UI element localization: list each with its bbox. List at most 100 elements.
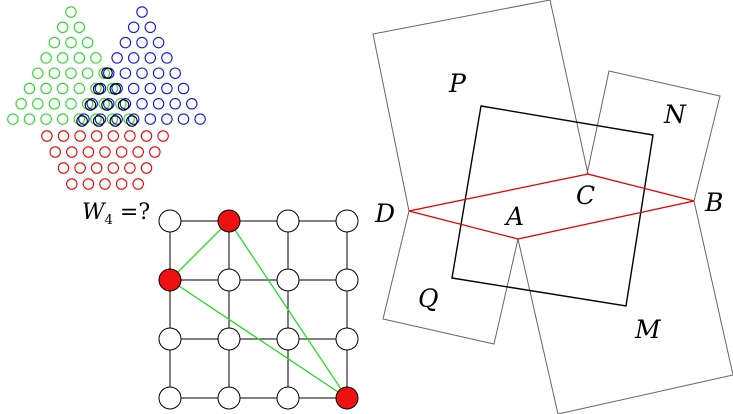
green-edge — [228, 220, 348, 399]
grid-node — [335, 268, 359, 292]
red-circle — [107, 130, 120, 142]
blue-circle — [103, 98, 115, 110]
blue-circle — [144, 82, 157, 95]
blue-circle — [186, 98, 198, 110]
square-M-outer — [517, 200, 733, 414]
blue-circle — [152, 98, 165, 110]
green-edge — [169, 220, 230, 281]
green-circle — [48, 67, 61, 79]
green-circle — [40, 52, 52, 64]
blue-circle — [177, 82, 190, 95]
red-circle — [41, 130, 53, 142]
blue-circle — [119, 67, 132, 79]
grid-node — [158, 386, 182, 410]
green-circle — [73, 52, 86, 64]
green-edge — [169, 279, 348, 399]
green-circle — [32, 98, 44, 110]
label-D: D — [374, 199, 395, 228]
blue-circle — [144, 21, 157, 34]
green-circle — [73, 21, 86, 34]
label-Q: Q — [418, 284, 439, 313]
label-C: C — [576, 181, 595, 210]
blue-circle — [169, 67, 181, 79]
label-A: A — [504, 202, 524, 231]
red-circle — [115, 178, 128, 190]
green-circle — [81, 67, 94, 79]
red-circle — [124, 130, 136, 142]
grid-node — [276, 209, 300, 233]
blue-circle — [127, 21, 140, 34]
red-circle — [99, 178, 111, 190]
black-circle — [92, 115, 105, 127]
grid-node — [217, 327, 241, 351]
red-circle — [107, 162, 120, 174]
black-circle — [117, 99, 130, 111]
grid-node — [158, 327, 182, 351]
green-circle — [23, 113, 36, 125]
green-circle — [7, 113, 19, 125]
blue-circle — [144, 113, 157, 125]
blue-circle — [111, 113, 123, 125]
blue-circle — [194, 113, 206, 125]
green-circle — [56, 113, 69, 125]
red-circle — [49, 146, 61, 158]
grid-node — [335, 327, 359, 351]
black-circle — [109, 83, 122, 95]
red-circle — [115, 146, 128, 158]
grid-node — [276, 327, 300, 351]
blue-circle — [94, 113, 107, 125]
label-N: N — [663, 100, 687, 129]
red-circle — [66, 146, 78, 158]
inner-black-square — [451, 105, 654, 307]
red-circle — [140, 130, 153, 142]
grid-node — [217, 268, 241, 292]
red-circle — [57, 130, 70, 142]
blue-circle — [161, 52, 173, 64]
green-circle — [23, 82, 36, 95]
label-B: B — [704, 188, 723, 217]
blue-circle — [136, 67, 148, 79]
black-circle — [84, 99, 97, 111]
black-circle — [126, 115, 138, 127]
black-circle — [92, 83, 105, 95]
green-circle — [90, 113, 102, 125]
blue-circle — [78, 113, 90, 125]
red-circle — [57, 162, 70, 174]
black-circle — [101, 99, 113, 111]
grid-node — [335, 209, 359, 233]
blue-circle — [119, 36, 132, 49]
red-circle — [74, 130, 86, 142]
blue-circle — [177, 113, 190, 125]
blue-circle — [152, 67, 165, 79]
red-circle — [66, 178, 78, 190]
red-circle — [124, 162, 136, 174]
black-circle — [76, 115, 88, 127]
red-circle — [132, 146, 144, 158]
green-circle — [65, 98, 77, 110]
grid-graph — [158, 209, 359, 410]
grid-node — [158, 209, 182, 233]
blue-circle — [144, 52, 157, 64]
green-circle — [56, 52, 69, 64]
green-circle — [40, 113, 52, 125]
green-circle — [81, 36, 94, 49]
blue-circle — [161, 113, 173, 125]
red-circle — [149, 146, 161, 158]
blue-circle — [86, 98, 98, 110]
grid-node-red — [335, 386, 359, 410]
grid-node — [276, 268, 300, 292]
green-circle — [90, 52, 102, 64]
blue-circle — [127, 52, 140, 64]
label-M: M — [634, 315, 662, 344]
green-circle — [15, 98, 27, 110]
grid-node — [276, 386, 300, 410]
red-parallelogram — [408, 173, 695, 240]
green-circle — [48, 98, 61, 110]
green-circle — [106, 113, 119, 125]
blue-circle — [136, 6, 148, 18]
black-circle — [101, 67, 113, 79]
blue-circle — [161, 82, 173, 95]
red-circle — [157, 130, 169, 142]
blue-circle — [169, 98, 181, 110]
